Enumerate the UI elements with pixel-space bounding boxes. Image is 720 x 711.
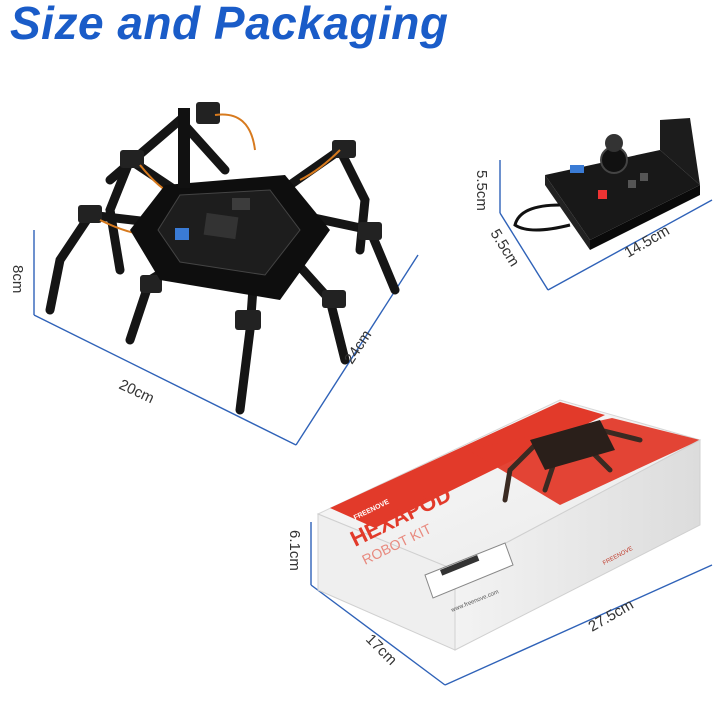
controller-image [499, 118, 713, 291]
box-length-label: 27.5cm [586, 596, 637, 635]
controller-dimension-lines [499, 160, 713, 291]
box-height-label: 6.1cm [286, 530, 303, 571]
robot-height-label: 8cm [9, 265, 26, 293]
box-width-label: 17cm [362, 631, 400, 669]
box-dimension-lines [310, 522, 713, 686]
controller-width-label: 5.5cm [487, 226, 523, 270]
page-title: Size and Packaging [10, 0, 449, 49]
packaging-box-image [310, 399, 713, 686]
controller-height-label: 5.5cm [473, 170, 490, 211]
robot-width-label: 20cm [116, 376, 156, 407]
hexapod-robot-image [33, 102, 419, 446]
